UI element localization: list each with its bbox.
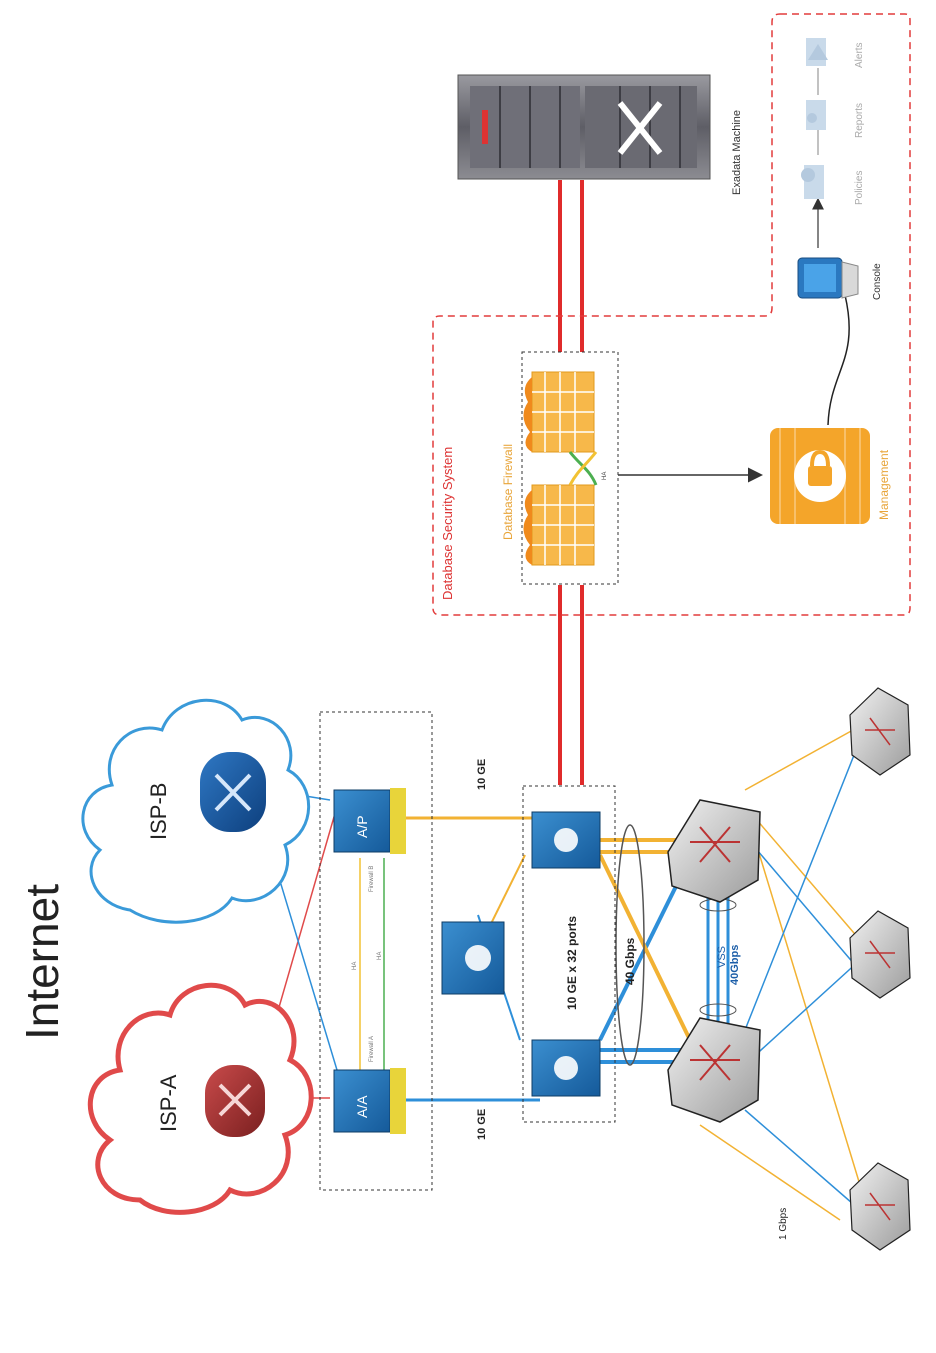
alerts-node: [806, 38, 828, 66]
aggregation-switch-right-arrows-icon: [690, 826, 740, 863]
exadata-red-badge: [482, 110, 488, 144]
console-node: [797, 257, 859, 299]
db-firewall-ha-label: HA: [602, 472, 608, 480]
vss-label: VSS: [716, 946, 728, 968]
aggregation-switch-left-arrows-icon: [690, 1044, 740, 1081]
link-acc-2: [749, 811, 861, 941]
bundle-ellipse: [615, 824, 645, 1066]
exadata-rack-lines: [499, 86, 681, 168]
policies-node: [801, 165, 824, 199]
firewall-aa-label: A/A: [354, 1095, 370, 1118]
distribution-switch: [441, 921, 505, 995]
firewall-group-box: [319, 711, 433, 1191]
firewall-aa-bricks: [390, 1068, 406, 1134]
db-firewall-right-flame-icon: [523, 377, 532, 452]
security-system-label: Database Security System: [440, 447, 455, 600]
firewall-ha-label-1: HA: [352, 962, 358, 970]
management-label: Management: [877, 449, 891, 520]
access-switch-3: [849, 1162, 911, 1251]
policies-gear-icon: [801, 168, 815, 182]
firewall-ap-body: [333, 789, 391, 853]
bundle-speed-label: 40 Gbps: [623, 937, 637, 985]
diagram-title: Internet: [16, 884, 68, 1040]
db-firewall-left-wall: [523, 484, 595, 566]
router-isp-a-arrows-icon: [218, 1083, 252, 1117]
security-system-boundary: [432, 13, 911, 616]
link-core-agg-cross-2: [598, 854, 692, 1041]
db-firewall-left-bricks-icon: [532, 485, 594, 565]
cloud-isp-b-shape: [81, 698, 311, 924]
access-switch-2: [849, 910, 911, 999]
reports-search-icon: [807, 113, 817, 123]
management-lock-icon: [808, 466, 832, 486]
core-ports-label: 10 GE x 32 ports: [565, 916, 579, 1010]
db-firewall-right-bricks-icon: [532, 372, 594, 452]
distribution-switch-star-icon: [465, 945, 491, 971]
policies-label: Policies: [854, 171, 865, 205]
access-switch-1: [849, 687, 911, 776]
firewall-aa-body: [333, 1069, 391, 1133]
firewall-ap-label: A/P: [354, 815, 370, 838]
vss-ellipse-2: [699, 1003, 737, 1017]
firewall-ap-bricks: [390, 788, 406, 854]
management-lock-shackle-icon: [810, 449, 830, 467]
aggregation-switch-left-body: [667, 1017, 761, 1123]
link-management-console: [827, 294, 850, 426]
cloud-isp-a-label: ISP-A: [156, 1074, 181, 1132]
db-firewall-label: Database Firewall: [501, 444, 515, 540]
firewall-aa: A/A: [333, 1068, 406, 1134]
firewall-ap: A/P: [333, 788, 406, 854]
link-acc-6: [744, 1109, 861, 1211]
firewall-link-label-b: Firewall B: [369, 866, 375, 892]
db-firewall-green-link: [568, 451, 598, 486]
router-isp-a: [205, 1065, 265, 1137]
core-switch-right-star-icon: [554, 828, 578, 852]
firewall-ha-label-2: HA: [377, 952, 383, 960]
aggregation-switch-left: [667, 1017, 761, 1123]
db-firewall-left-flame-icon: [523, 490, 532, 565]
db-firewall-right-wall: [523, 371, 595, 453]
access-speed-label: 1 Gbps: [778, 1208, 789, 1240]
core-group-box: [522, 785, 616, 1123]
exadata-x-logo-icon: [617, 101, 663, 155]
reports-node: [806, 100, 826, 130]
router-isp-b-arrows-icon: [214, 773, 252, 812]
cloud-isp-b-label: ISP-B: [146, 783, 171, 840]
reports-label: Reports: [854, 103, 865, 138]
alerts-label: Alerts: [854, 42, 865, 68]
exadata-machine: [457, 74, 711, 180]
access-switch-2-arrows-icon: [865, 940, 895, 969]
link-acc-4: [744, 739, 861, 1031]
core-switch-left-star-icon: [554, 1056, 578, 1080]
link-acc-5: [749, 959, 861, 1061]
console-label: Console: [872, 263, 883, 300]
exadata-label: Exadata Machine: [731, 110, 743, 195]
vss-speed-label: 40Gbps: [729, 945, 741, 985]
cloud-isp-a: ISP-A: [87, 982, 314, 1215]
management-node: [770, 428, 870, 524]
aggregation-switch-right-body: [667, 799, 761, 903]
console-screen-icon: [804, 264, 836, 292]
console-stand-icon: [841, 261, 859, 299]
exadata-rack-left: [470, 86, 580, 168]
db-firewall-yellow-link: [568, 451, 598, 486]
aggregation-switch-right: [667, 799, 761, 903]
cloud-isp-b: ISP-B: [81, 698, 311, 924]
link-label-10ge-right: 10 GE: [476, 759, 488, 790]
link-acc-1: [744, 724, 863, 791]
link-acc-3: [751, 829, 861, 1186]
cloud-isp-a-shape: [87, 982, 314, 1215]
link-label-10ge-left: 10 GE: [476, 1109, 488, 1140]
alerts-warning-icon: [808, 44, 828, 60]
access-switch-3-arrows-icon: [865, 1192, 895, 1221]
router-isp-b: [200, 752, 266, 832]
distribution-switch-body: [441, 921, 505, 995]
core-switch-right: [531, 811, 601, 869]
firewall-link-label-a: Firewall A: [369, 1036, 375, 1062]
access-switch-1-arrows-icon: [865, 717, 895, 746]
core-switch-left: [531, 1039, 601, 1097]
link-acc-7: [699, 1124, 841, 1221]
